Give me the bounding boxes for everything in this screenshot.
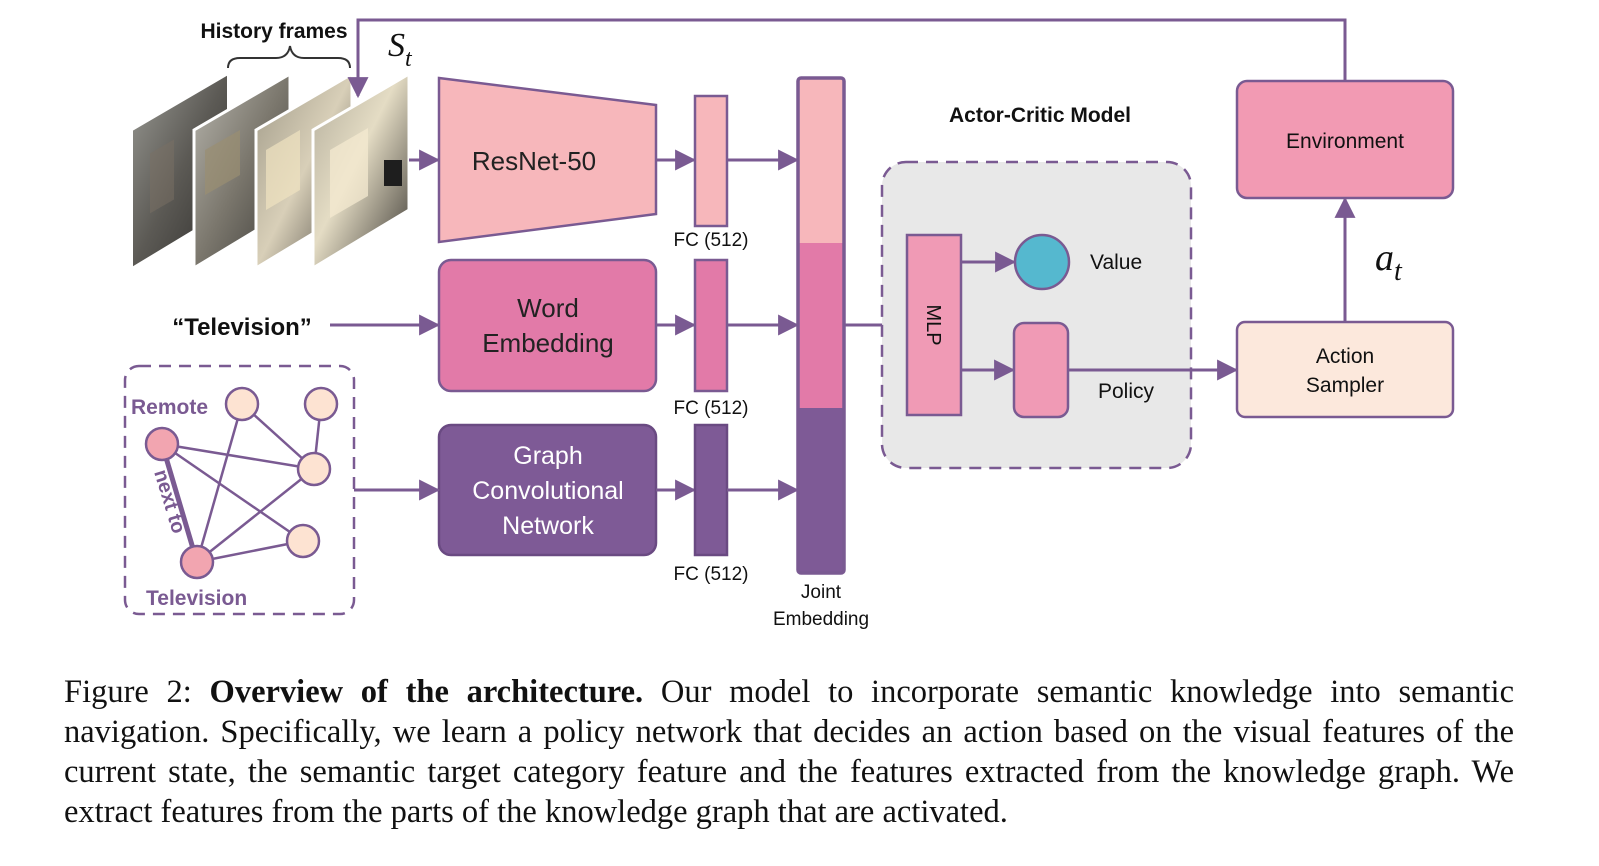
- action-sampler-label-1: Action: [1316, 345, 1374, 368]
- graph-node: [285, 523, 321, 559]
- mlp-label: MLP: [922, 304, 944, 345]
- caption-prefix: Figure 2:: [64, 674, 210, 710]
- caption-body: Our model to incorporate semantic knowle…: [64, 674, 1515, 830]
- resnet-shape: [437, 76, 658, 244]
- graph-node: [303, 386, 339, 422]
- state-subscript: t: [405, 46, 413, 72]
- word-embedding-block: Word Embedding: [437, 258, 658, 393]
- graph-edge-label: next to: [149, 467, 189, 536]
- figure-caption: Figure 2: Overview of the architecture. …: [64, 672, 1514, 832]
- graph-node: [296, 451, 332, 487]
- fc-layer-graph: [693, 423, 729, 557]
- policy-label: Policy: [1098, 380, 1155, 403]
- fc-label-3: FC (512): [674, 564, 749, 585]
- svg-text:St: St: [388, 27, 413, 72]
- word-embedding-label-1: Word: [517, 293, 579, 323]
- graph-node-remote: [144, 426, 180, 462]
- action-symbol: a: [1375, 237, 1394, 279]
- architecture-diagram: History frames St ResNet-50 Word Embeddi…: [123, 18, 1455, 630]
- target-word: “Television”: [172, 314, 312, 341]
- fc-label-2: FC (512): [674, 398, 749, 419]
- word-embedding-label-2: Embedding: [482, 328, 614, 358]
- resnet-label: ResNet-50: [472, 146, 596, 176]
- history-brace: [227, 45, 351, 69]
- history-frames-label: History frames: [200, 20, 347, 43]
- fc-layer-word: [693, 258, 729, 393]
- mlp-block: [905, 233, 963, 417]
- gcn-label-3: Network: [502, 512, 594, 540]
- graph-node-television: [179, 544, 215, 580]
- svg-text:at: at: [1375, 237, 1403, 287]
- feedback-arrow: [347, 18, 1347, 99]
- action-sampler-block: Action Sampler: [1235, 320, 1455, 419]
- graph-label-remote: Remote: [131, 396, 208, 419]
- gcn-label-2: Convolutional: [472, 477, 624, 505]
- graph-node: [224, 386, 260, 422]
- actor-critic-title: Actor-Critic Model: [949, 104, 1131, 127]
- joint-label-2: Embedding: [773, 609, 869, 630]
- fc-label-1: FC (512): [674, 230, 749, 251]
- policy-block: [1012, 321, 1070, 419]
- actor-critic-model: Actor-Critic Model MLP Value Policy: [880, 104, 1193, 470]
- environment-block: Environment: [1235, 79, 1455, 200]
- gcn-label-1: Graph: [513, 442, 582, 470]
- caption-title: Overview of the architecture.: [209, 674, 644, 710]
- value-label: Value: [1090, 251, 1142, 274]
- joint-label-1: Joint: [801, 582, 842, 603]
- knowledge-graph: Remote Television next to: [123, 364, 356, 616]
- state-symbol: S: [388, 27, 405, 64]
- value-node: [1013, 233, 1071, 291]
- joint-embedding: Joint Embedding: [773, 76, 869, 630]
- history-frames: History frames St: [131, 20, 413, 271]
- gcn-block: Graph Convolutional Network: [437, 423, 658, 557]
- resnet-block: ResNet-50: [437, 76, 658, 244]
- environment-label: Environment: [1286, 130, 1404, 153]
- fc-layer-visual: [693, 94, 729, 228]
- graph-label-television: Television: [146, 587, 247, 610]
- action-sampler-label-2: Sampler: [1306, 374, 1384, 397]
- action-subscript: t: [1394, 256, 1403, 287]
